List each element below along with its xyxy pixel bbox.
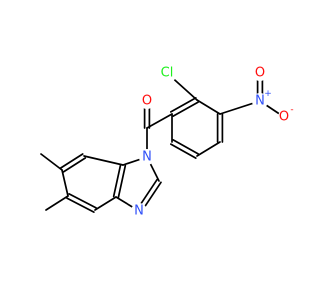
- chlorine-atom: Cl: [157, 63, 177, 83]
- bond-line-c6-c7-0: [59, 153, 84, 169]
- nitro-nitrogen-atom: N +: [252, 89, 272, 109]
- nitro-oxygen-bottom-charge: -: [290, 105, 293, 115]
- nitro-oxygen-top-label: O: [255, 66, 265, 81]
- bond-b2-b3: [169, 139, 200, 159]
- imidazole-n1-label: N: [142, 150, 152, 165]
- imidazole-n1-atom: N: [139, 149, 155, 165]
- bond-line-c5-me5-0: [45, 195, 69, 211]
- bond-line-c3a-c7a-0: [112, 163, 122, 198]
- bond-line-c5-c6-0: [61, 169, 69, 197]
- bond-line-b6-b1-1: [169, 97, 197, 113]
- bond-line-b3-b4-0: [196, 141, 221, 157]
- nitro-nitrogen-label: N: [255, 94, 265, 109]
- nitro-oxygen-bottom-label: O: [279, 110, 289, 125]
- bond-line-c4-c5-1: [68, 193, 97, 209]
- carbonyl-oxygen-label: O: [142, 94, 152, 109]
- imidazole-n3-atom: N: [131, 203, 147, 219]
- bond-layer: [40, 72, 285, 214]
- bond-line-c6-me6-0: [40, 153, 63, 171]
- molecule-diagram: O Cl N + O O - N N: [40, 63, 294, 219]
- bond-c4-c5: [66, 193, 97, 213]
- bond-c5-c6: [61, 169, 69, 197]
- bond-line-b2-b3-1: [169, 143, 197, 159]
- bond-line-c1-b1-0: [146, 113, 173, 129]
- chlorine-label: Cl: [161, 66, 174, 81]
- bond-c6-me6: [40, 153, 63, 171]
- bond-line-c3a-c7a-1: [117, 164, 127, 199]
- bond-line-b6-b1-0: [172, 101, 200, 117]
- bond-c5-me5: [45, 195, 69, 211]
- bond-c7-c7a: [83, 155, 124, 166]
- imidazole-n3-label: N: [134, 204, 144, 219]
- bond-c6-c7: [59, 153, 87, 173]
- atom-layer: O Cl N + O O - N N: [131, 63, 294, 219]
- bond-line-b5-b6-0: [196, 99, 221, 115]
- nitro-nitrogen-charge: +: [264, 89, 272, 99]
- bond-b5-b6: [196, 99, 221, 115]
- bond-line-c4-c5-0: [66, 197, 95, 213]
- bond-line-c7-c7a-0: [83, 155, 124, 166]
- bond-c3a-c7a: [112, 163, 127, 199]
- bond-b6-b1: [169, 97, 200, 117]
- bond-b3-b4: [196, 141, 221, 157]
- nitro-oxygen-bottom-atom: O -: [278, 105, 294, 125]
- bond-line-c3a-c4-0: [94, 196, 117, 211]
- bond-line-c6-c7-1: [62, 157, 87, 173]
- bond-line-b2-b3-0: [172, 139, 200, 155]
- bond-c3a-c4: [94, 196, 117, 211]
- nitro-oxygen-top-atom: O: [252, 65, 268, 81]
- bond-c1-b1: [146, 113, 173, 129]
- carbonyl-oxygen-atom: O: [139, 93, 155, 109]
- bond-b4-b5: [216, 113, 224, 143]
